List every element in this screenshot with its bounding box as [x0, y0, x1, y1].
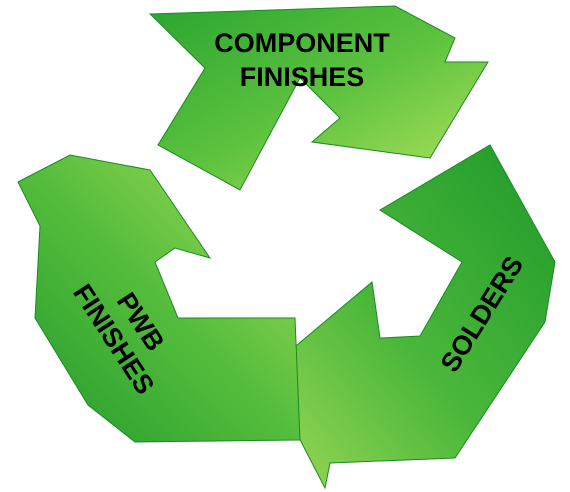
left-arrow — [17, 154, 301, 443]
top-arrow-label-line-1: COMPONENT — [214, 28, 390, 58]
top-arrow-label: COMPONENT FINISHES — [214, 28, 390, 92]
right-arrow — [264, 144, 556, 490]
top-arrow-label-line-2: FINISHES — [240, 62, 365, 92]
top-arrow — [148, 5, 489, 191]
